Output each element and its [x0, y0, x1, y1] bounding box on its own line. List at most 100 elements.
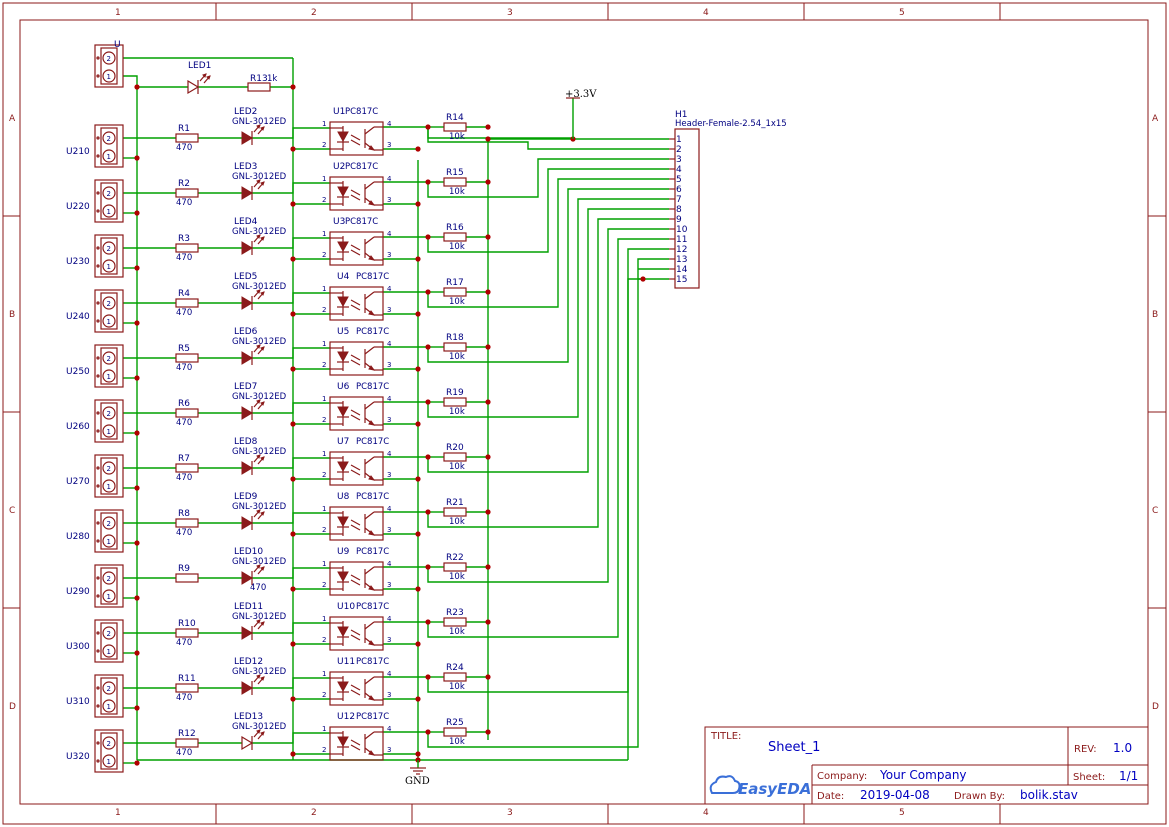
pin-mark [96, 576, 100, 580]
opto-emitter-arrow [368, 695, 376, 701]
connector-inner [100, 732, 118, 770]
led-triangle [187, 79, 200, 95]
opto-pin-3: 3 [387, 361, 391, 369]
terminal-2-label: 2 [107, 630, 111, 638]
pin-mark [96, 136, 100, 140]
rev-value: 1.0 [1113, 741, 1132, 755]
channel-led-ref: LED13 [234, 712, 263, 722]
connector-body [94, 509, 124, 553]
channel-input-resistor [175, 628, 199, 638]
pin-mark [96, 154, 100, 158]
terminal-1-label: 1 [107, 538, 111, 546]
channel-pullup-ref: R15 [446, 168, 464, 178]
junction-dot [290, 641, 296, 647]
row-marker: C [1152, 506, 1158, 516]
pin-mark [96, 466, 100, 470]
channel-connector-ref: U260 [66, 422, 90, 432]
terminal-1-label: 1 [107, 648, 111, 656]
channel-input-resistor [175, 683, 199, 693]
terminal-2 [102, 51, 116, 65]
channel-connector: 21 [94, 399, 124, 443]
pin-mark [96, 594, 100, 598]
channel-resistor-ref: R12 [178, 729, 196, 739]
wires [123, 57, 669, 764]
channel-connector: 21 [94, 729, 124, 773]
header-pin-label: 14 [676, 265, 688, 275]
led-triangle [241, 296, 253, 310]
sheet-title: Sheet_1 [768, 740, 820, 755]
channel-opto-ref: U9 [337, 547, 350, 557]
opto-collector [364, 401, 375, 410]
led-ray-arrow [256, 674, 261, 679]
channel-led-ref: LED7 [234, 382, 257, 392]
channel-opto-value: PC817C [356, 327, 389, 337]
channel-output-net [427, 238, 669, 638]
channel-output-net [427, 198, 669, 418]
opto-ray [350, 249, 361, 256]
channel-opto-value: PC817C [345, 217, 378, 227]
opto-collector [364, 346, 375, 355]
opto-pin-3: 3 [387, 141, 391, 149]
opto-pin-4: 4 [387, 285, 392, 293]
terminal-1-label: 1 [107, 373, 111, 381]
opto-ray [350, 634, 361, 641]
channel-pullup-ref: R23 [446, 608, 464, 618]
pin-mark [96, 704, 100, 708]
input-led [187, 73, 211, 95]
channel-pullup-resistor [443, 122, 467, 132]
opto-pin-3: 3 [387, 251, 391, 259]
channel-connector-ref: U310 [66, 697, 90, 707]
opto-pin-3: 3 [387, 416, 391, 424]
junction-dot [425, 564, 431, 570]
opto-body [329, 231, 384, 266]
sheet-value: 1/1 [1119, 769, 1138, 783]
junction-dot [485, 136, 491, 142]
connector-inner [100, 512, 118, 550]
channel-pullup-value: 10k [449, 627, 465, 637]
channel-indicator-led [241, 619, 265, 640]
led-ray-arrow [256, 729, 261, 734]
terminal-2-label: 2 [107, 740, 111, 748]
channel-input-resistor [175, 353, 199, 363]
pin-mark [96, 429, 100, 433]
channel-connector-ref: U280 [66, 532, 90, 542]
header-value: Header-Female-2.54_1x15 [675, 119, 787, 129]
channel-led-value: GNL-3012ED [232, 172, 287, 182]
channel-pullup-ref: R21 [446, 498, 464, 508]
header-pin-label: 1 [676, 135, 682, 145]
channel-led-ref: LED6 [234, 327, 258, 337]
channel-connector: 21 [94, 564, 124, 608]
terminal-2 [102, 461, 116, 475]
channel-resistor-value: 470 [176, 748, 192, 758]
pin-mark [96, 631, 100, 635]
column-marker: 5 [899, 8, 905, 18]
opto-emitter-arrow [368, 585, 376, 591]
opto-pin-2: 2 [322, 636, 326, 644]
channel-pullup-ref: R16 [446, 223, 464, 233]
channel-led-ref: LED4 [234, 217, 258, 227]
channel-indicator-led [241, 344, 265, 365]
channel-indicator-led [241, 179, 265, 200]
opto-pin-3: 3 [387, 196, 391, 204]
channel-pullup-resistor [443, 727, 467, 737]
opto-ray [350, 744, 361, 751]
opto-pin-4: 4 [387, 725, 392, 733]
pin-mark [96, 686, 100, 690]
junction-dot [425, 234, 431, 240]
junction-dot [415, 586, 421, 592]
junction-dot [485, 399, 491, 405]
led-triangle [241, 351, 253, 365]
opto-pin-2: 2 [322, 141, 326, 149]
opto-ray [350, 409, 361, 416]
junction-dot [134, 485, 140, 491]
opto-pin-3: 3 [387, 581, 391, 589]
led-ray-arrow [260, 621, 265, 626]
led-ray-arrow [256, 234, 261, 239]
terminal-1-label: 1 [107, 73, 111, 81]
channel-led-value: GNL-3012ED [232, 557, 287, 567]
opto-ray [350, 469, 361, 476]
opto-collector [364, 731, 375, 740]
channel-resistor-value: 470 [176, 308, 192, 318]
channel-resistor-value: 470 [176, 693, 192, 703]
